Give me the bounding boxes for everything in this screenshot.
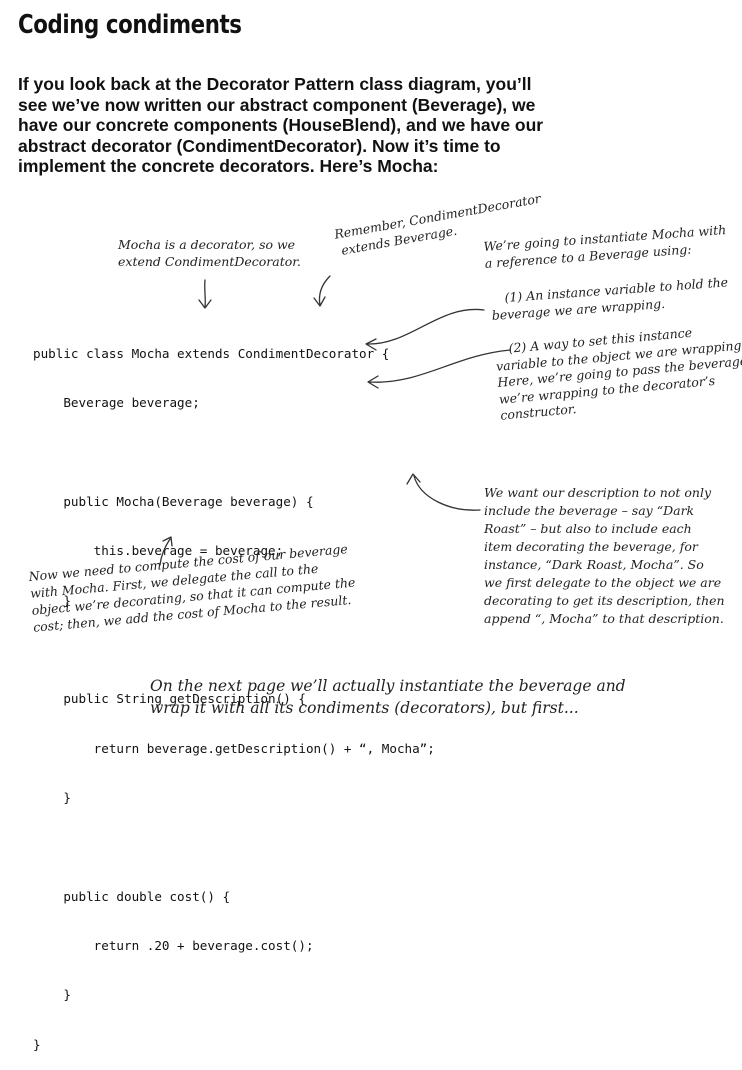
code-line: public class Mocha extends CondimentDeco… (33, 345, 390, 361)
note-mocha-decorator: Mocha is a decorator, so we extend Condi… (118, 237, 301, 269)
code-line: } (33, 592, 71, 608)
annotation-arrows (159, 275, 511, 566)
code-line: public double cost() { (33, 888, 231, 904)
intro-line: see we’ve now written our abstract compo… (18, 94, 536, 115)
arrow-to-class-declaration (198, 279, 212, 309)
code-line: } (33, 790, 71, 805)
intro-line: implement the concrete decorators. Here’… (18, 156, 439, 176)
intro-line: If you look back at the Decorator Patter… (18, 74, 532, 94)
code-line (33, 839, 435, 855)
code-line: this.beverage = beverage; (33, 543, 284, 559)
intro-line: abstract decorator (CondimentDecorator).… (18, 135, 501, 156)
footer-line: wrap it with all its condiments (decorat… (150, 699, 579, 717)
footer-line: On the next page we’ll actually instanti… (150, 677, 626, 695)
intro-line: have our concrete components (HouseBlend… (18, 115, 544, 135)
code-line: } (33, 1036, 41, 1052)
arrow-to-beverage-field (365, 308, 485, 351)
arrow-to-cost (159, 536, 173, 566)
note-description: We want our description to not only incl… (484, 485, 725, 626)
code-line: public String getDescription() { (33, 691, 306, 707)
code-line: return beverage.getDescription() + “, Mo… (33, 740, 435, 756)
arrow-to-get-description (406, 473, 481, 511)
footer-note: On the next page we’ll actually instanti… (150, 675, 626, 719)
code-line: Beverage beverage; (33, 395, 200, 411)
arrow-to-constructor (367, 349, 511, 389)
page-title: Coding condiments (18, 10, 242, 40)
arrow-to-extends (313, 275, 331, 307)
code-line: } (33, 987, 71, 1003)
code-line: return .20 + beverage.cost(); (33, 938, 314, 954)
code-line: public Mocha(Beverage beverage) { (33, 493, 314, 509)
intro-paragraph: If you look back at the Decorator Patter… (18, 74, 608, 177)
